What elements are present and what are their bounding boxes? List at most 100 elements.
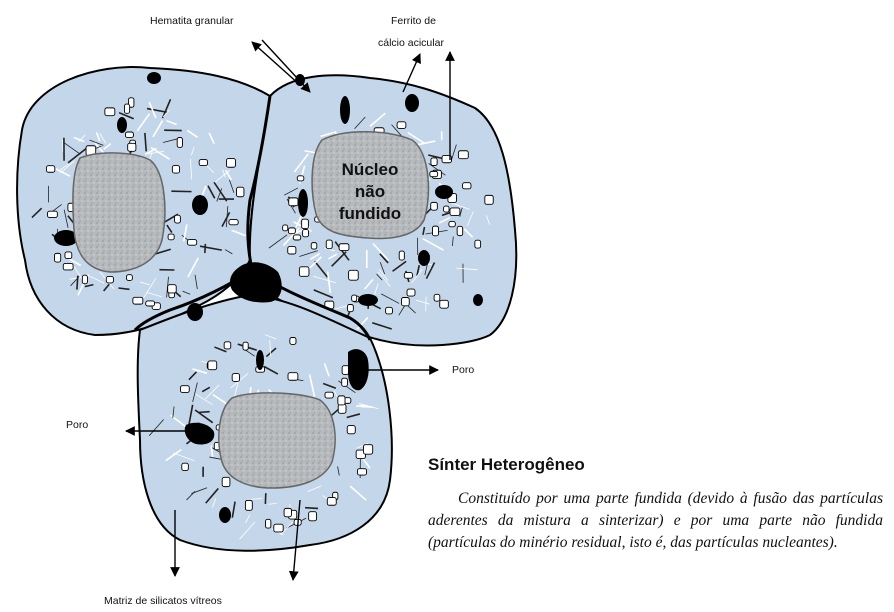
hematite-grain bbox=[288, 247, 296, 254]
hematite-grain bbox=[63, 263, 73, 270]
hematite-grain bbox=[180, 386, 189, 393]
hematite-grain bbox=[352, 295, 357, 301]
section-description: Constituído por uma parte fundida (devid… bbox=[428, 488, 883, 554]
hematite-grain bbox=[449, 221, 455, 226]
hematite-grain bbox=[297, 176, 304, 181]
label-matriz: Matriz de silicatos vítreos bbox=[104, 595, 222, 607]
hematite-grain bbox=[433, 226, 439, 236]
hematite-grain bbox=[289, 198, 298, 206]
hematite-grain bbox=[48, 211, 58, 217]
label-hematita: Hematita granular bbox=[150, 15, 234, 27]
section-title: Sínter Heterogêneo bbox=[428, 455, 585, 475]
core-label-line3: fundido bbox=[339, 204, 401, 223]
hematite-grain bbox=[245, 500, 252, 510]
hematite-grain bbox=[399, 251, 404, 260]
hematite-grain bbox=[182, 463, 189, 470]
hematite-grain bbox=[363, 445, 372, 455]
hematite-grain bbox=[347, 426, 355, 434]
hematite-grain bbox=[146, 301, 155, 306]
hematite-grain bbox=[339, 244, 349, 251]
hematite-grain bbox=[208, 361, 217, 370]
label-ferrito-line2: cálcio acicular bbox=[378, 37, 444, 49]
hematite-grain bbox=[407, 289, 415, 296]
nucleus-lower bbox=[219, 393, 335, 488]
hematite-grain bbox=[232, 374, 239, 382]
hematite-grain bbox=[288, 228, 295, 234]
hematite-grain bbox=[175, 215, 181, 223]
hematite-grain bbox=[290, 337, 296, 344]
hematite-grain bbox=[126, 275, 132, 281]
arrow-hematita-left bbox=[252, 42, 300, 85]
label-poro-right: Poro bbox=[452, 364, 474, 376]
hematite-grain bbox=[133, 297, 143, 304]
hematite-grain bbox=[82, 275, 87, 284]
hematite-grain bbox=[338, 404, 346, 413]
hematite-grain bbox=[444, 206, 449, 212]
hematite-grain bbox=[237, 187, 244, 197]
core-label-line1: Núcleo bbox=[342, 160, 399, 179]
ferrite-needle bbox=[356, 405, 365, 406]
hematite-grain bbox=[457, 226, 463, 235]
ferrite-needle bbox=[205, 244, 206, 253]
hematite-grain bbox=[311, 243, 317, 249]
hematite-grain bbox=[168, 234, 174, 240]
hematite-grain bbox=[402, 298, 410, 306]
core-label-line2: não bbox=[355, 182, 385, 201]
hematite-grain bbox=[440, 300, 449, 308]
hematite-grain bbox=[46, 166, 54, 173]
hematite-grain bbox=[325, 392, 333, 398]
hematite-grain bbox=[302, 219, 309, 228]
hematite-grain bbox=[342, 366, 349, 375]
hematite-grain bbox=[124, 104, 129, 113]
label-poro-left: Poro bbox=[66, 419, 88, 431]
hematite-grain bbox=[177, 138, 182, 148]
hematite-grain bbox=[404, 273, 412, 279]
hematite-grain bbox=[357, 469, 366, 475]
hematite-grain bbox=[326, 240, 332, 249]
hematite-grain bbox=[222, 477, 230, 486]
ferrite-needle bbox=[199, 412, 210, 413]
hematite-grain bbox=[172, 166, 179, 173]
hematite-grain bbox=[168, 285, 177, 293]
label-ferrito-line1: Ferrito de bbox=[391, 15, 436, 27]
hematite-grain bbox=[397, 122, 406, 129]
hematite-grain bbox=[283, 225, 288, 231]
hematite-grain bbox=[284, 508, 291, 516]
hematite-grain bbox=[274, 524, 283, 532]
hematite-grain bbox=[199, 160, 207, 166]
hematite-grain bbox=[431, 202, 438, 210]
hematite-grain bbox=[266, 519, 271, 528]
hematite-grain bbox=[485, 195, 493, 204]
hematite-grain bbox=[342, 378, 348, 386]
hematite-grain bbox=[450, 208, 460, 216]
ferrite-needle bbox=[305, 508, 318, 509]
hematite-grain bbox=[303, 229, 309, 236]
hematite-grain bbox=[349, 270, 359, 280]
hematite-grain bbox=[309, 512, 317, 521]
hematite-grain bbox=[288, 373, 298, 381]
hematite-grain bbox=[106, 276, 113, 282]
hematite-grain bbox=[128, 143, 136, 151]
hematite-grain bbox=[55, 253, 61, 262]
hematite-grain bbox=[229, 220, 238, 225]
hematite-grain bbox=[463, 183, 471, 189]
hematite-grain bbox=[299, 267, 309, 277]
hematite-grain bbox=[338, 396, 345, 405]
hematite-grain bbox=[243, 342, 248, 350]
hematite-grain bbox=[105, 108, 115, 116]
hematite-grain bbox=[430, 171, 438, 176]
hematite-grain bbox=[226, 159, 235, 168]
hematite-grain bbox=[347, 305, 353, 312]
hematite-grain bbox=[327, 498, 336, 506]
hematite-grain bbox=[386, 307, 393, 314]
hematite-grain bbox=[293, 235, 300, 240]
hematite-grain bbox=[458, 151, 468, 159]
hematite-grain bbox=[224, 342, 231, 349]
hematite-grain bbox=[65, 252, 72, 259]
nucleus-upper-left bbox=[73, 153, 165, 272]
hematite-grain bbox=[434, 294, 440, 301]
hematite-grain bbox=[475, 240, 481, 248]
hematite-grain bbox=[187, 240, 196, 246]
hematite-grain bbox=[125, 132, 133, 138]
